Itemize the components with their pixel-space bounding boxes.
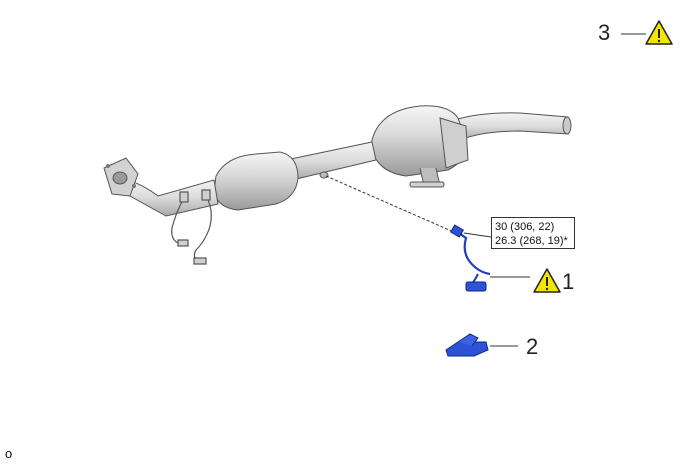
callout-1: 1 [562,269,575,294]
front-catalytic-converter [213,151,299,211]
torque-spec-box: 30 (306, 22) 26.3 (268, 19)* [491,217,575,249]
sensor-boss [319,171,329,179]
rear-catalytic-converter [371,105,469,188]
warning-triangle-icon [533,268,561,293]
dashed-leader-line [325,175,457,234]
front-oxygen-sensors [171,189,212,265]
torque-line-2: 26.3 (268, 19)* [495,235,568,247]
torque-leader [463,232,492,238]
torque-line-1: 30 (306, 22) [495,221,555,233]
figure-code: o [5,446,13,461]
warning-triangle-icon [645,20,673,45]
tail-pipe [454,112,572,141]
callout-2: 2 [526,334,539,359]
front-pipe [103,157,219,217]
middle-pipe [285,141,377,181]
callout-3: 3 [598,20,611,45]
rear-oxygen-sensor [449,224,491,292]
sensor-clamp [445,333,489,357]
